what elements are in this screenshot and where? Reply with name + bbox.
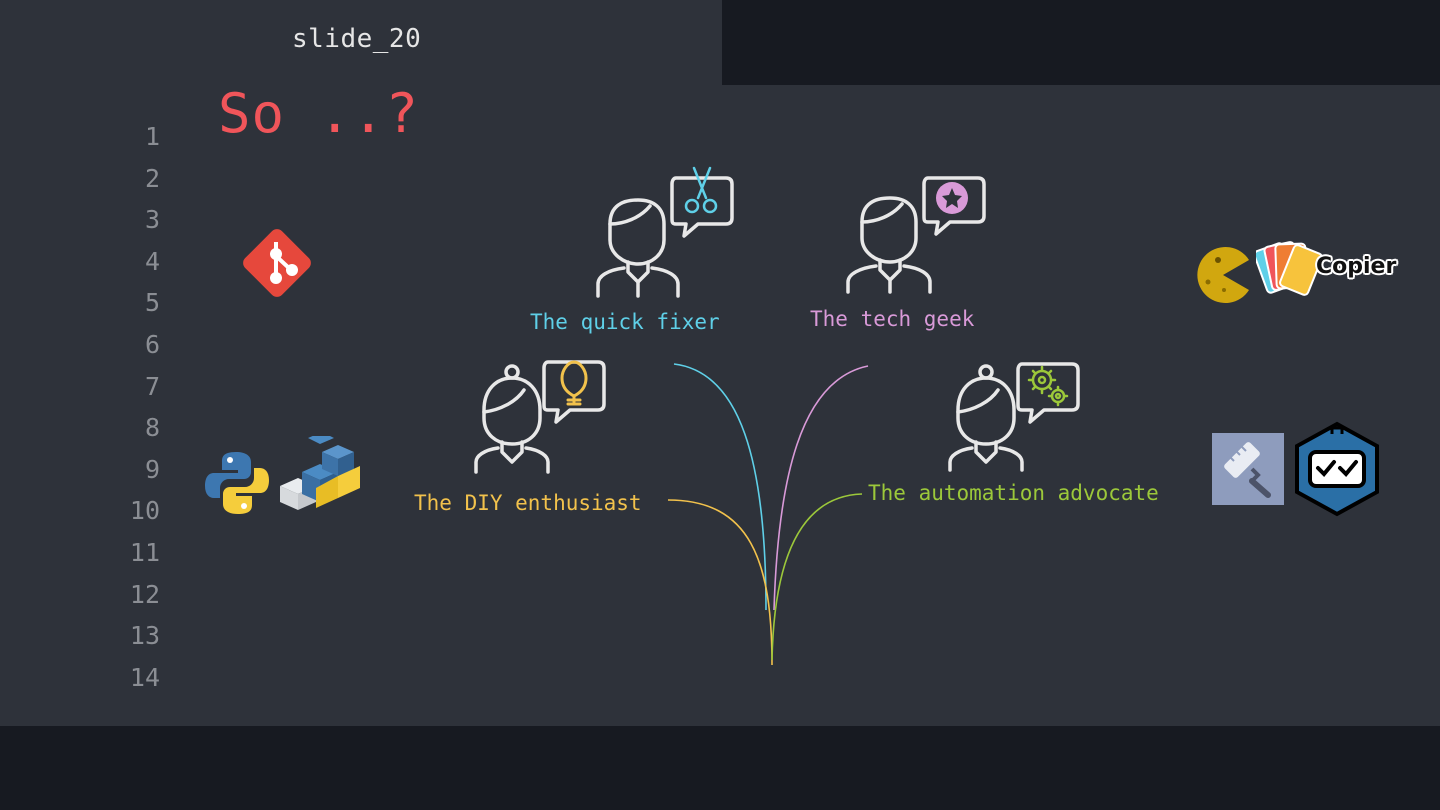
tech-geek-person-icon — [844, 176, 986, 294]
python-logo-icon — [204, 450, 270, 516]
automation-advocate-person-icon — [946, 358, 1080, 474]
persona-label-diy-enthusiast: The DIY enthusiast — [414, 491, 642, 515]
python-packaging-icon — [276, 436, 362, 512]
line-number: 12 — [129, 579, 160, 609]
copier-logo-icon — [1256, 238, 1406, 302]
line-number: 6 — [144, 329, 160, 359]
bottom-bar — [0, 726, 1440, 810]
line-number: 7 — [144, 371, 160, 401]
persona-label-quick-fixer: The quick fixer — [530, 310, 720, 334]
line-number: 4 — [144, 246, 160, 276]
copier-logo-text: Copier — [1316, 254, 1397, 279]
connector-curves — [660, 360, 880, 670]
line-number: 11 — [129, 537, 160, 567]
line-number: 3 — [144, 205, 160, 235]
persona-label-tech-geek: The tech geek — [810, 307, 975, 331]
line-number: 14 — [129, 662, 160, 692]
cookiecutter-logo-icon — [1194, 246, 1252, 304]
persona-label-automation-advocate: The automation advocate — [868, 481, 1159, 505]
diy-enthusiast-person-icon — [472, 358, 606, 474]
line-number: 1 — [144, 122, 160, 151]
robot-check-logo-icon — [1292, 420, 1382, 518]
slide-tab-title[interactable]: slide_20 — [292, 24, 422, 54]
line-number: 8 — [144, 413, 160, 443]
line-number: 9 — [144, 454, 160, 484]
line-number: 5 — [144, 288, 160, 318]
line-number: 10 — [129, 496, 160, 526]
top-bar — [722, 0, 1440, 85]
git-logo-icon — [236, 222, 318, 304]
line-number-gutter: 1 2 3 4 5 6 7 8 9 10 11 12 13 14 — [110, 116, 160, 698]
slide-heading: So ..? — [218, 82, 420, 145]
line-number: 2 — [144, 163, 160, 193]
quick-fixer-person-icon — [594, 166, 736, 298]
paint-roller-icon — [1212, 433, 1284, 505]
line-number: 13 — [129, 621, 160, 651]
